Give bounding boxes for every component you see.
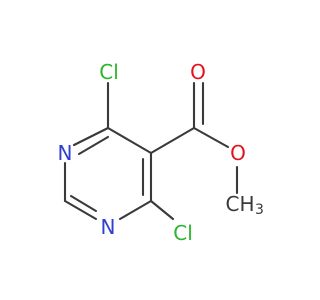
atom-cl-top: Cl <box>99 60 119 84</box>
atom-methyl: CH <box>225 192 254 216</box>
bond-carbonyl-c-o-ester <box>192 126 230 149</box>
bond-c4-n3 <box>118 199 153 221</box>
atom-o-carbonyl: O <box>190 60 206 84</box>
atom-n-top: N <box>58 141 73 165</box>
bond-n1-c6-inner <box>77 135 110 156</box>
bond-n3-c2 <box>63 199 98 221</box>
bond-c5-carbonyl-c <box>149 126 196 155</box>
atom-o-ester: O <box>230 141 246 165</box>
molecule-structure: Cl N N Cl O O CH 3 <box>58 60 264 245</box>
atom-methyl-subscript: 3 <box>255 202 264 218</box>
bond-n3-c2-inner <box>69 194 98 213</box>
atom-n-bottom: N <box>101 215 116 239</box>
bond-c4-cl <box>149 199 175 221</box>
bond-c6-c5 <box>106 126 153 155</box>
atom-cl-bottom: Cl <box>173 221 193 245</box>
bond-n1-c6 <box>72 126 110 147</box>
